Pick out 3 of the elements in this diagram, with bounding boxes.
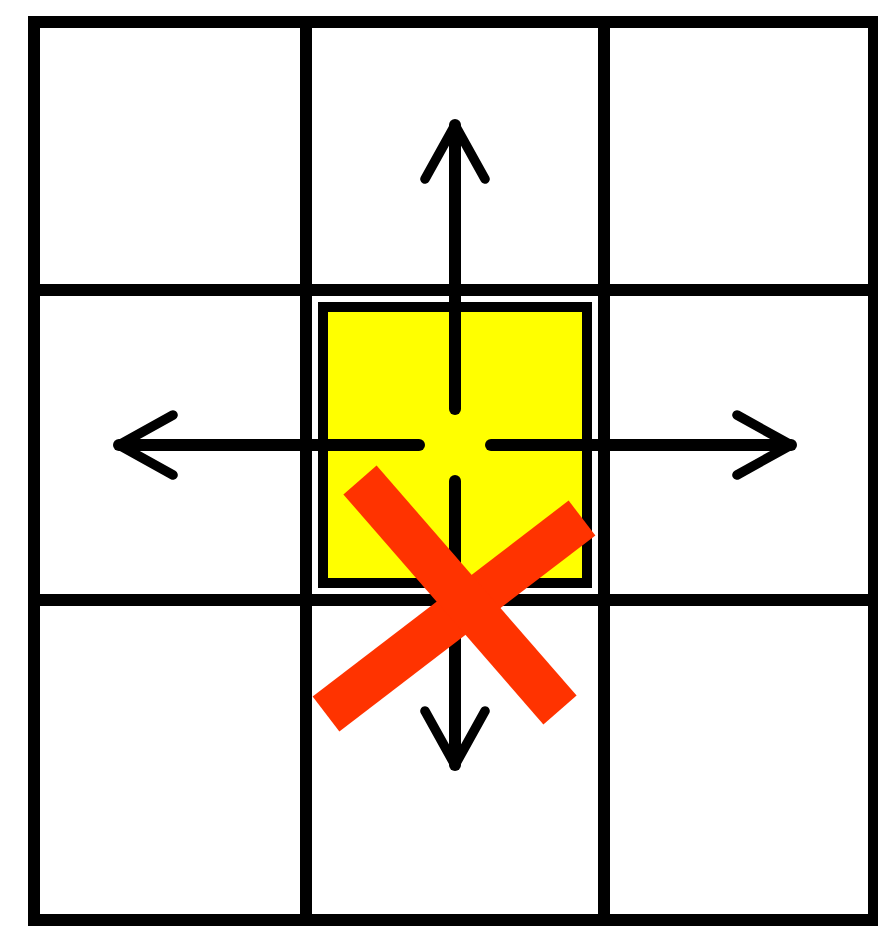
arrow [420, 119, 490, 415]
arrow [113, 410, 425, 480]
arrow [485, 410, 797, 480]
